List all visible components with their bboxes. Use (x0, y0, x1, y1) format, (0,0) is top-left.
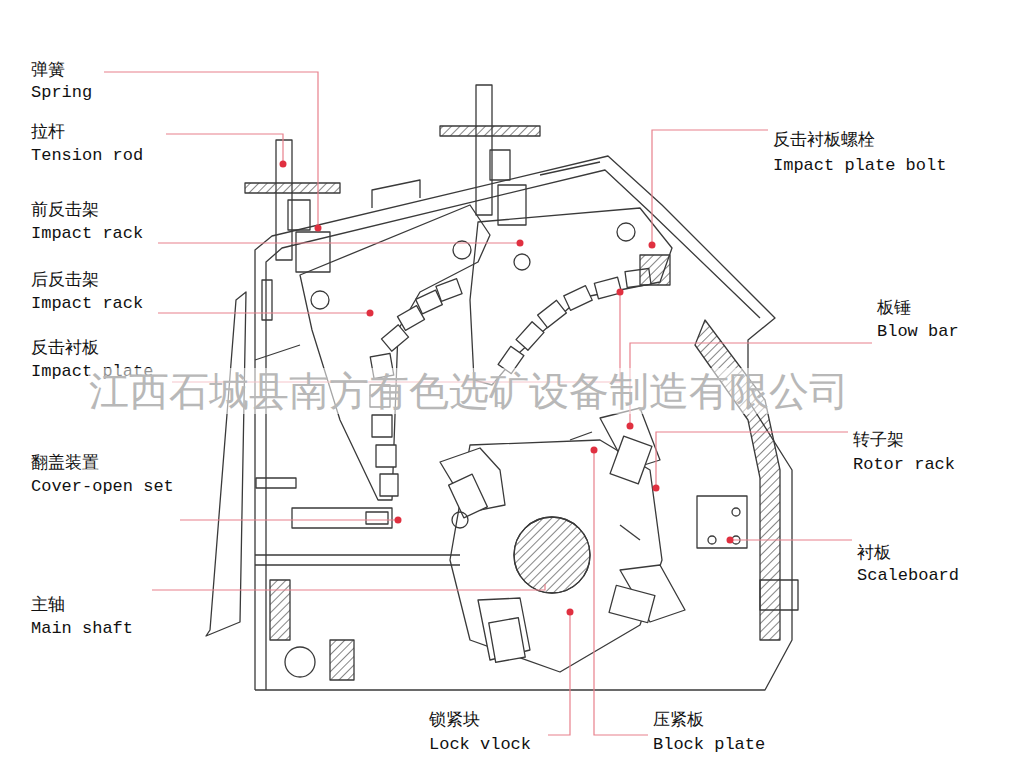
part-label: Lock vlock (428, 735, 532, 755)
part-label: Blow bar (876, 322, 960, 342)
part-label: 翻盖装置 (30, 453, 100, 473)
part-label: 压紧板 (652, 710, 705, 730)
part-label: 前反击架 (30, 200, 100, 220)
part-label: Impact rack (30, 294, 144, 314)
part-label: Impact plate bolt (772, 156, 947, 176)
part-label: Scaleboard (856, 566, 960, 586)
part-label: Rotor rack (852, 455, 956, 475)
part-label: 衬板 (856, 543, 892, 563)
part-label: 后反击架 (30, 270, 100, 290)
part-label: 主轴 (30, 595, 66, 615)
part-label: Block plate (652, 735, 766, 755)
part-label: 锁紧块 (428, 710, 481, 730)
part-label: 拉杆 (30, 122, 66, 142)
part-label: 反击衬板 (30, 338, 100, 358)
part-label: 转子架 (852, 430, 905, 450)
part-label: Main shaft (30, 619, 134, 639)
watermark: 江西石城县南方有色选矿设备制造有限公司 (88, 368, 850, 414)
part-label: Tension rod (30, 146, 144, 166)
part-label: 板锤 (876, 298, 912, 318)
part-label: 反击衬板螺栓 (772, 130, 876, 150)
part-label: Impact rack (30, 224, 144, 244)
part-label: Cover-open set (30, 477, 175, 497)
part-label: 弹簧 (30, 60, 66, 80)
part-label: Spring (30, 83, 93, 103)
